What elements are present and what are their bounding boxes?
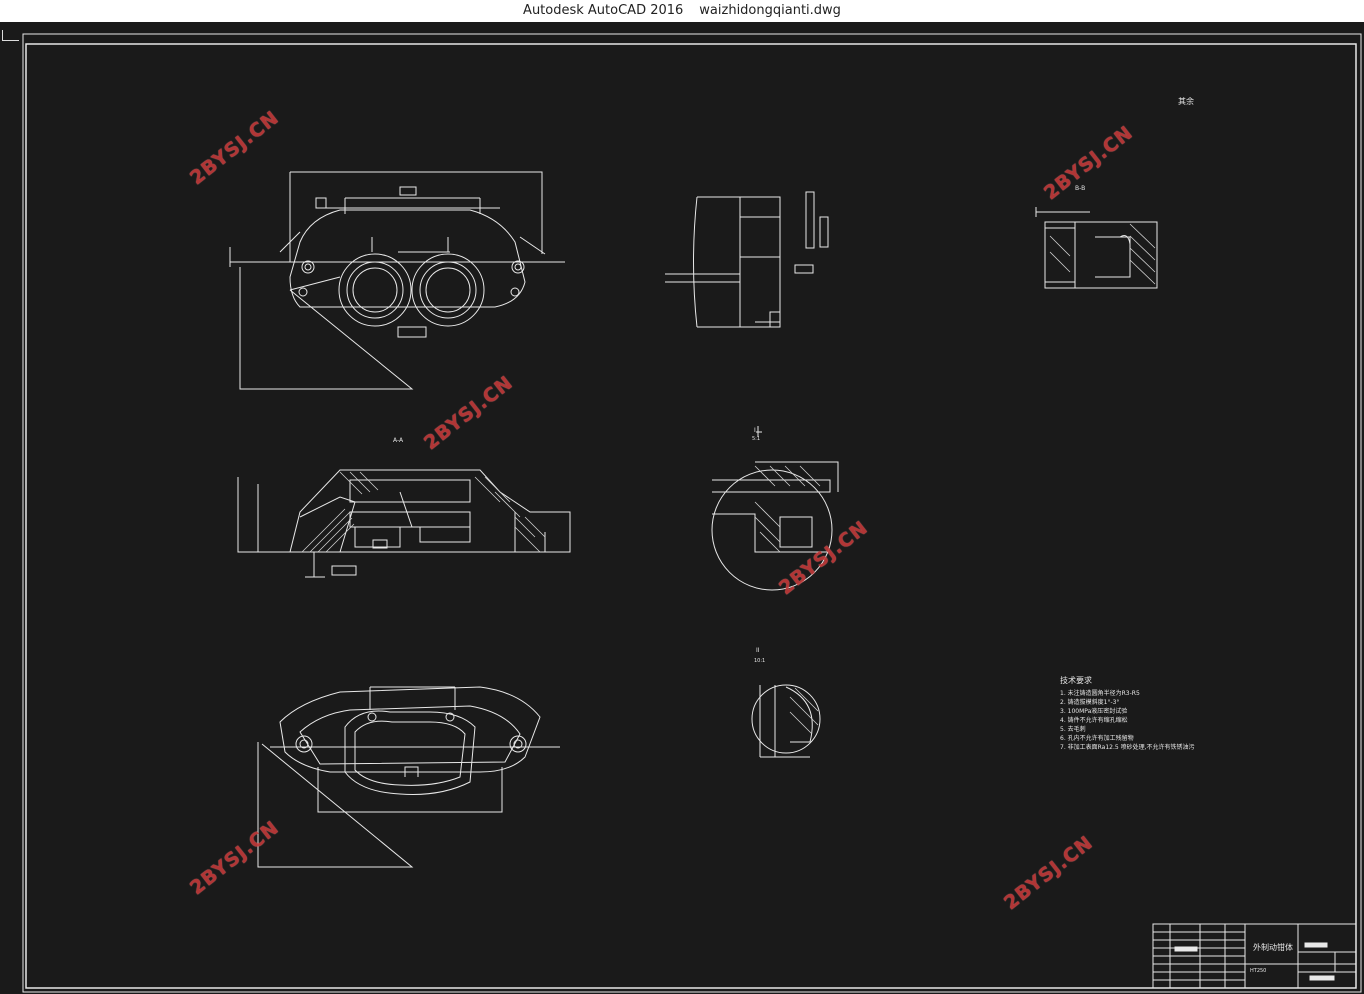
front-view [229, 171, 565, 390]
title-block-part-name: 外制动钳体 [1253, 942, 1293, 952]
tech-req-item: 6. 孔内不允许有加工残留物 [1060, 734, 1134, 742]
detail-1-label: I [754, 427, 756, 434]
app-name: Autodesk AutoCAD 2016 [523, 3, 684, 18]
title-block [1152, 923, 1357, 989]
tech-requirements: 技术要求 1. 未注铸造圆角半径为R3-R5 2. 铸造拔模斜度1°-3° 3.… [1060, 675, 1195, 751]
tech-req-title: 技术要求 [1060, 675, 1092, 685]
inner-border [25, 43, 1357, 989]
section-bb-label: B-B [1075, 185, 1085, 192]
drawing-svg: 其余 A-A B-B I 5:1 II 10:1 技术要求 1. 未注铸造圆角半… [22, 33, 1362, 993]
tech-req-item: 1. 未注铸造圆角半径为R3-R5 [1060, 689, 1140, 697]
window-title-bar: Autodesk AutoCAD 2016 waizhidongqianti.dw… [0, 0, 1364, 22]
detail-2-label: II [756, 647, 760, 654]
file-name: waizhidongqianti.dwg [699, 3, 841, 18]
detail-1-scale: 5:1 [752, 436, 760, 442]
title-block-material: HT250 [1250, 968, 1266, 974]
tech-req-item: 2. 铸造拔模斜度1°-3° [1060, 698, 1119, 706]
tech-req-item: 7. 非加工表面Ra12.5 喷砂处理,不允许有铁锈油污 [1060, 743, 1195, 751]
tech-req-item: 3. 100MPa液压密封试验 [1060, 707, 1127, 715]
tech-req-item: 5. 去毛刺 [1060, 725, 1086, 733]
section-aa-label: A-A [393, 437, 404, 444]
outer-border [22, 33, 1362, 993]
detail-2 [751, 684, 821, 758]
ucs-icon [2, 30, 19, 41]
detail-1 [711, 426, 839, 591]
drawing-canvas[interactable]: 其余 A-A B-B I 5:1 II 10:1 技术要求 1. 未注铸造圆角半… [0, 22, 1364, 994]
tech-req-item: 4. 铸件不允许有缩孔缩松 [1060, 716, 1128, 724]
other-label: 其余 [1178, 96, 1194, 106]
side-view [665, 191, 829, 328]
section-aa [237, 469, 571, 578]
detail-2-scale: 10:1 [754, 658, 765, 664]
section-bb [1035, 207, 1158, 289]
bottom-view [257, 686, 560, 868]
